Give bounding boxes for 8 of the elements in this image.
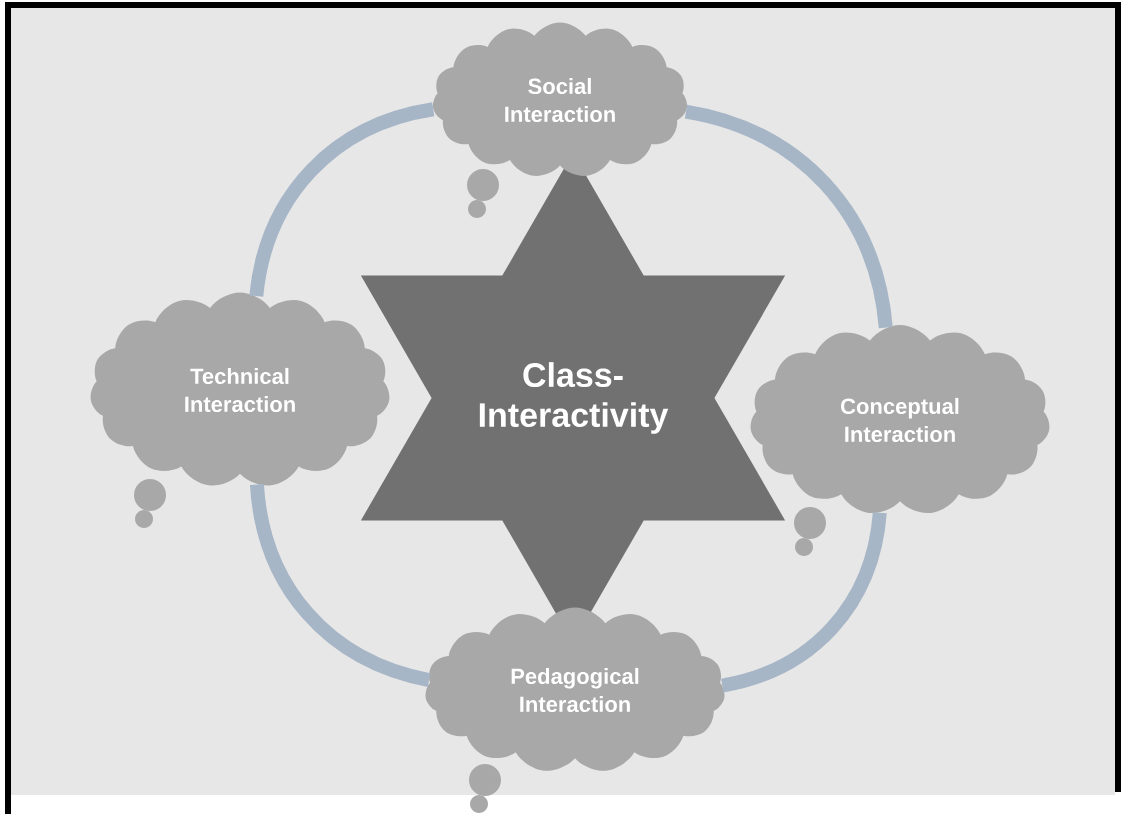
ring-arc [720, 511, 887, 693]
ring-arc [249, 102, 435, 298]
thought-cloud: Pedagogical Interaction [425, 607, 725, 813]
thought-cloud: Technical Interaction [90, 292, 390, 528]
ring-arc [249, 483, 431, 687]
ring-arc [684, 104, 893, 329]
thought-cloud: Conceptual Interaction [750, 325, 1050, 556]
thought-cloud: Social Interaction [432, 22, 688, 218]
